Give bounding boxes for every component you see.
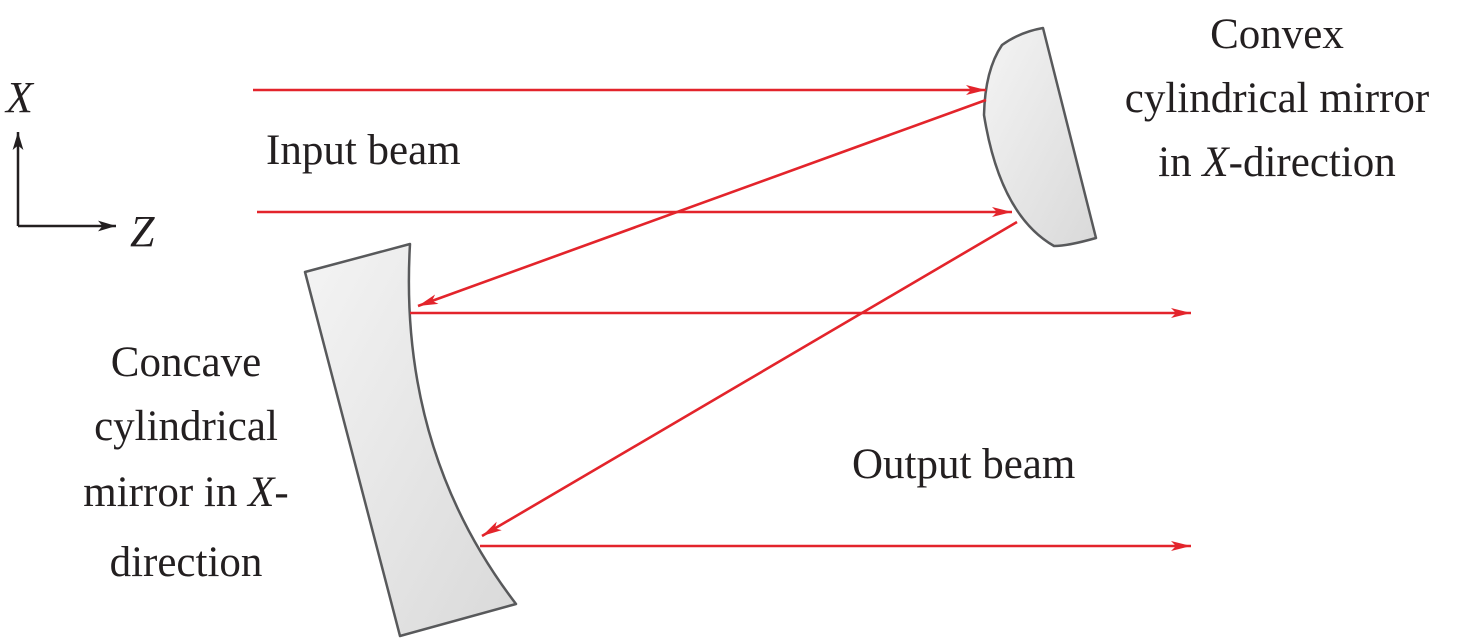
concave-label-line3: mirror in X- [83, 469, 288, 516]
concave-label-line1: Concave [111, 339, 261, 386]
reflected-ray-lower [481, 220, 1018, 538]
concave-label-line4: direction [110, 539, 263, 586]
concave-mirror [303, 242, 518, 638]
convex-label-line3: in X-direction [1158, 139, 1396, 186]
convex-mirror [982, 26, 1098, 248]
output-beam-label: Output beam [852, 441, 1075, 488]
z-axis-label: Z [130, 207, 155, 256]
coordinate-axes: X Z [4, 73, 155, 256]
convex-mirror-label: Convex cylindrical mirror in X-direction [1125, 11, 1429, 186]
x-axis-label: X [4, 73, 35, 122]
reflected-ray-upper [417, 98, 987, 308]
concave-mirror-label: Concave cylindrical mirror in X- directi… [83, 339, 288, 586]
convex-label-line2: cylindrical mirror [1125, 75, 1429, 122]
concave-label-line2: cylindrical [94, 403, 278, 450]
convex-label-line1: Convex [1210, 11, 1344, 58]
input-beam-label: Input beam [266, 127, 461, 174]
beam-paths [253, 85, 1191, 551]
